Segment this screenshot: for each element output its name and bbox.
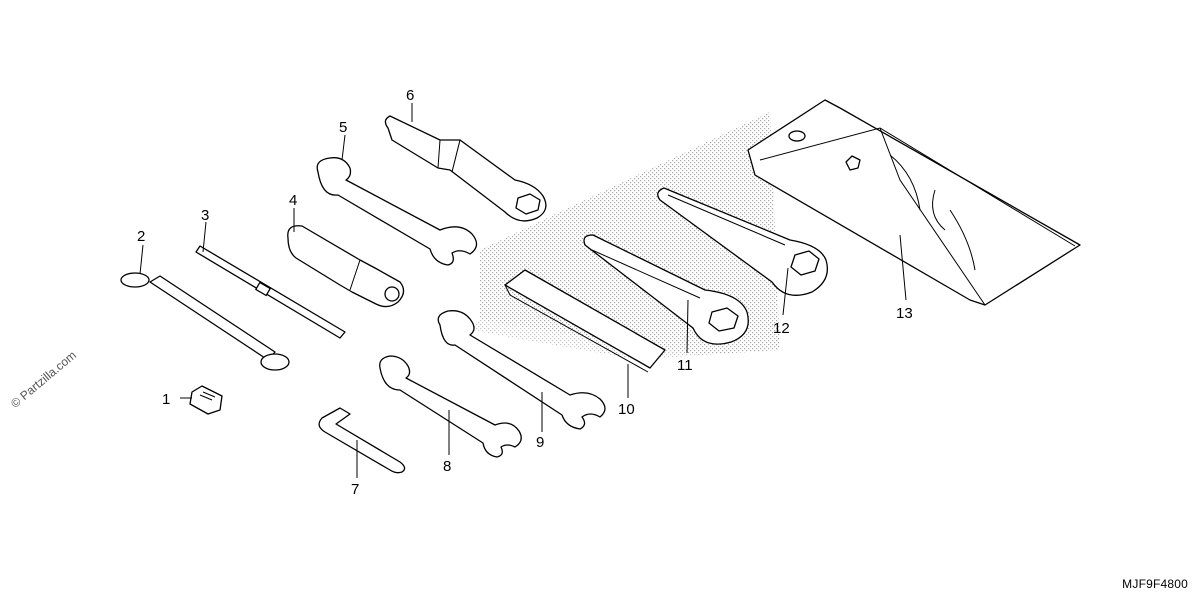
callout-4: 4 (289, 192, 297, 209)
part-5-open-end-wrench[interactable] (316, 157, 478, 266)
part-6-socket-wrench[interactable] (384, 115, 547, 222)
callout-5: 5 (339, 119, 347, 136)
callout-11: 11 (677, 357, 693, 374)
diagram-code: MJF9F4800 (1122, 577, 1188, 591)
callout-6: 6 (406, 87, 414, 104)
callout-1: 1 (162, 391, 170, 408)
part-12-ring-spanner[interactable] (657, 187, 829, 296)
part-3-screwdriver[interactable] (195, 245, 346, 339)
callout-10: 10 (618, 401, 635, 418)
part-9-open-end-wrench[interactable] (437, 310, 606, 430)
part-1-clip[interactable] (189, 385, 223, 415)
part-8-open-end-wrench[interactable] (379, 355, 522, 458)
part-7-hex-key[interactable] (318, 407, 406, 474)
part-2-handle[interactable] (120, 272, 290, 371)
part-10-flat-bar[interactable] (504, 269, 666, 373)
callout-2: 2 (137, 228, 145, 245)
callout-12: 12 (773, 320, 790, 337)
callout-7: 7 (351, 481, 359, 498)
part-13-tool-bag[interactable] (747, 99, 1081, 306)
part-11-ring-spanner[interactable] (583, 234, 749, 345)
callout-13: 13 (896, 305, 913, 322)
leader-lines (139, 103, 907, 478)
callout-8: 8 (443, 458, 451, 475)
callout-labels: 1 2 3 4 5 6 7 8 9 10 11 12 13 (137, 87, 913, 498)
part-4-socket[interactable] (287, 225, 405, 308)
callout-3: 3 (201, 207, 209, 224)
callout-9: 9 (536, 434, 544, 451)
